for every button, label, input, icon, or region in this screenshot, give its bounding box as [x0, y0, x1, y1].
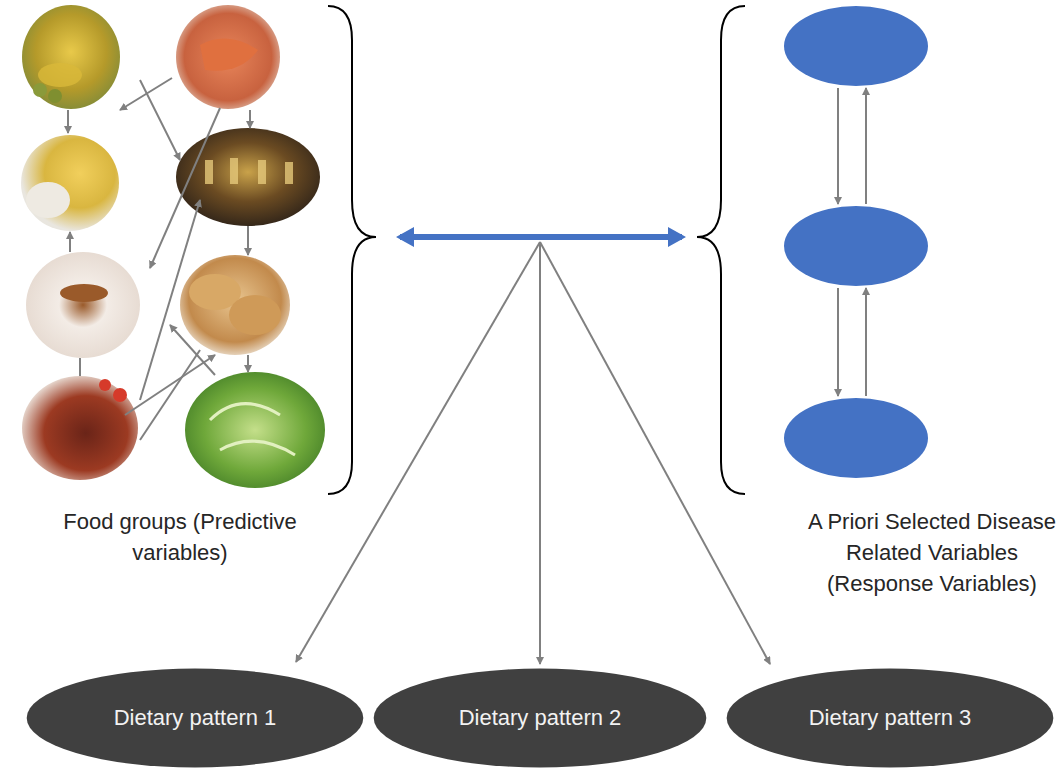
pattern-text: Dietary pattern 1	[114, 705, 277, 731]
response-label: A Priori Selected Disease Related Variab…	[807, 506, 1057, 599]
pattern-ellipse: Dietary pattern 2	[372, 668, 708, 768]
food-photos	[21, 5, 325, 488]
pattern-text: Dietary pattern 2	[459, 705, 622, 731]
double-arrow	[400, 234, 682, 240]
response-links	[838, 88, 866, 396]
pattern-ellipse: Dietary pattern 3	[725, 668, 1055, 768]
predictor-label: Food groups (Predictive variables)	[30, 506, 330, 568]
food-links	[68, 78, 250, 440]
pattern-text: Dietary pattern 3	[809, 705, 972, 731]
pattern-lines	[296, 242, 770, 664]
brace	[697, 6, 745, 494]
pattern-ellipse: Dietary pattern 1	[25, 668, 365, 768]
brace	[328, 6, 376, 494]
response-ellipses	[784, 6, 928, 478]
